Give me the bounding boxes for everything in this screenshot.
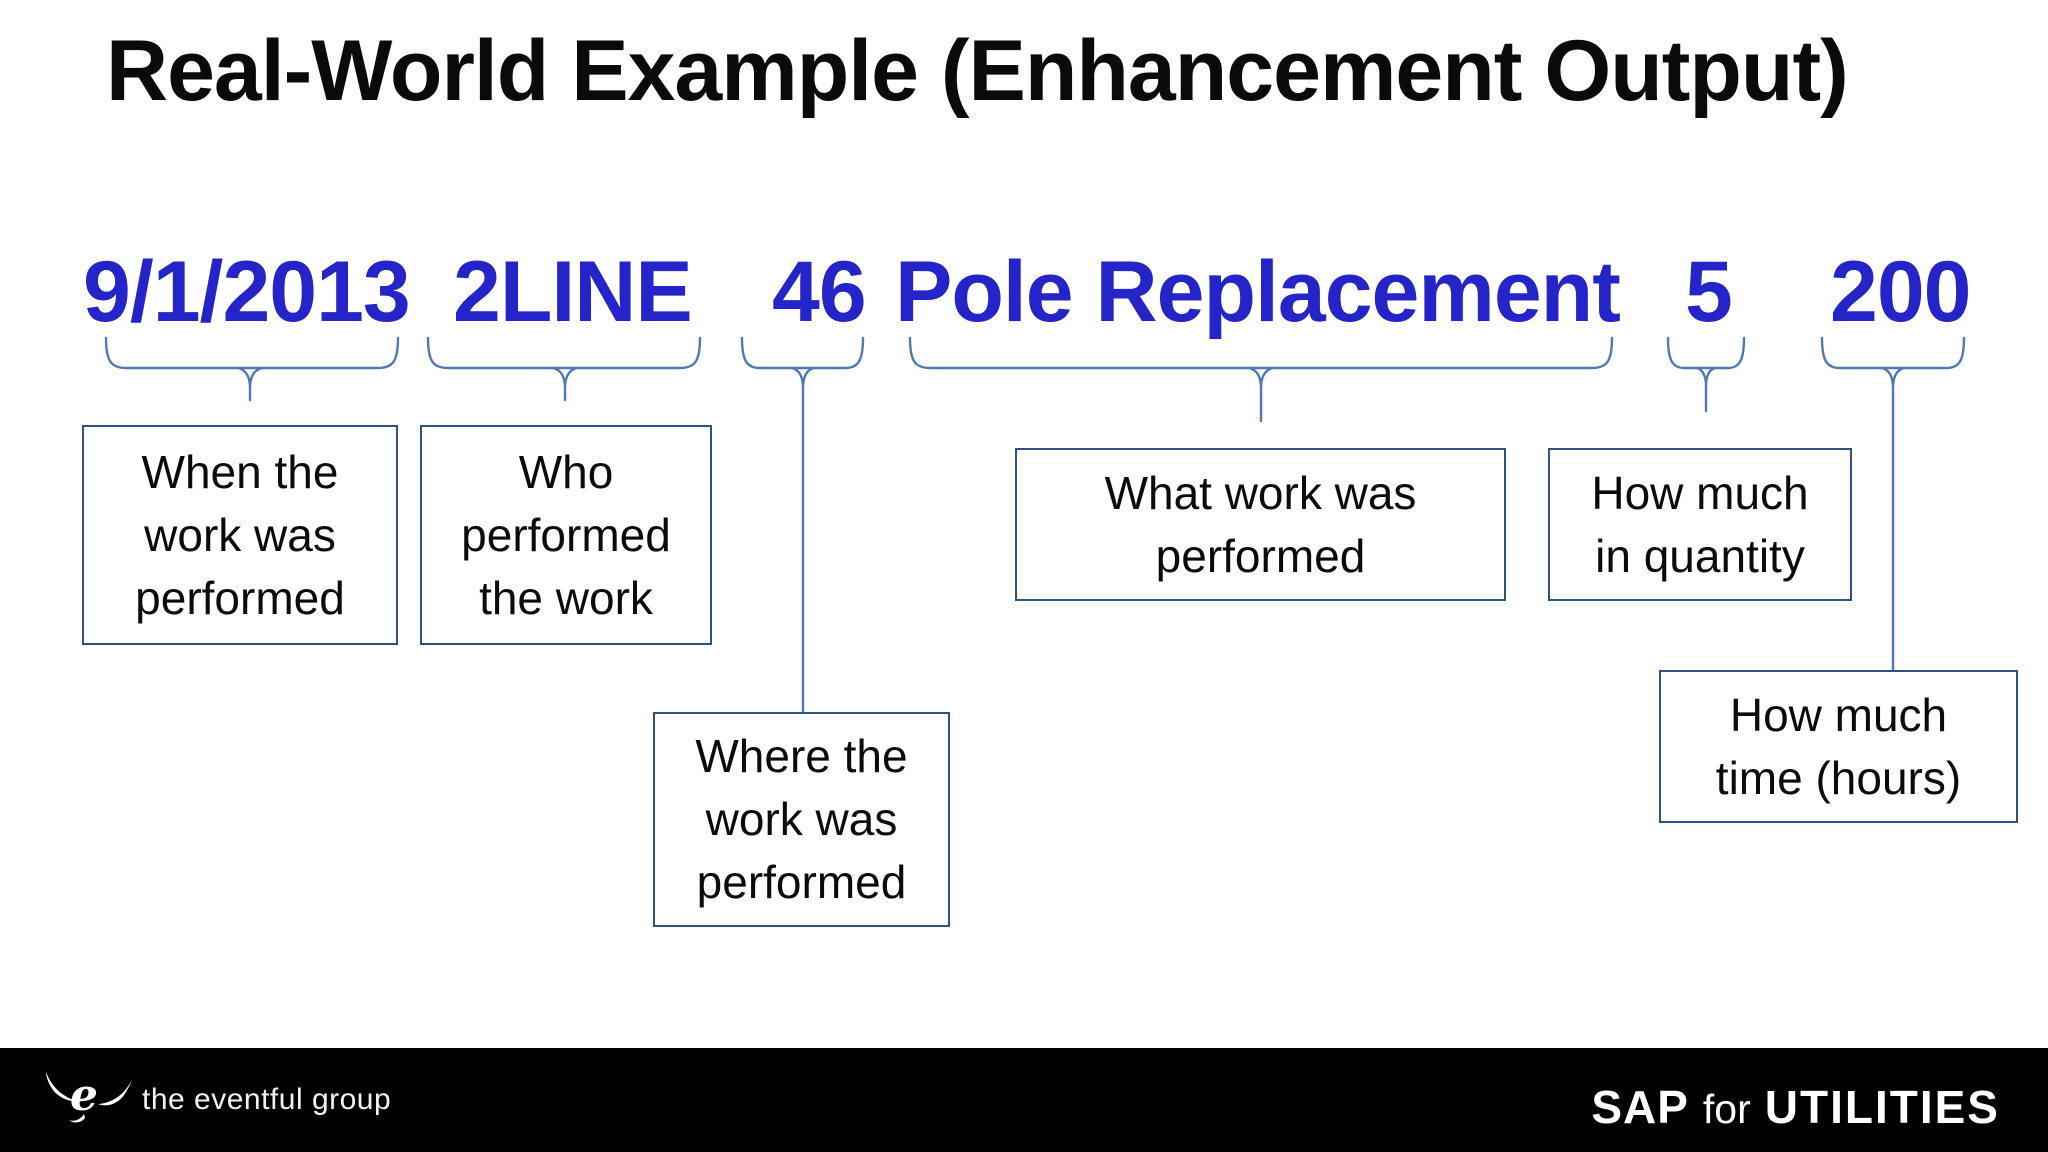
label-when-text: When the work was performed — [135, 445, 345, 624]
record-field-date: 9/1/2013 — [83, 244, 411, 340]
footer-brand-sap: SAP — [1591, 1081, 1689, 1133]
brace-date-icon — [104, 336, 400, 402]
label-where-text: Where the work was performed — [695, 730, 908, 908]
footer-brand-for: for — [1702, 1086, 1751, 1132]
record-field-work-type: Pole Replacement — [895, 244, 1621, 340]
label-box-where: Where the work was performed — [653, 712, 950, 927]
record-field-crew: 2LINE — [453, 244, 693, 340]
brace-work-type-icon — [908, 336, 1614, 423]
label-box-when: When the work was performed — [82, 425, 398, 645]
brace-crew-icon — [426, 336, 702, 402]
footer-logo-text: the eventful group — [142, 1083, 392, 1116]
label-box-who: Who performed the work — [420, 425, 712, 645]
record-field-quantity: 5 — [1685, 244, 1733, 340]
brace-location-icon — [740, 336, 865, 714]
label-box-quantity: How much in quantity — [1548, 448, 1852, 601]
svg-text:e: e — [70, 1070, 98, 1121]
label-who-text: Who performed the work — [461, 445, 671, 624]
label-box-time: How much time (hours) — [1659, 670, 2018, 823]
slide-title: Real-World Example (Enhancement Output) — [106, 23, 1849, 119]
label-box-what: What work was performed — [1015, 448, 1506, 601]
brace-quantity-icon — [1666, 336, 1746, 413]
eventful-group-logo-icon: e — [46, 1070, 132, 1123]
label-time-text: How much time (hours) — [1715, 688, 1962, 804]
label-quantity-text: How much in quantity — [1591, 466, 1809, 582]
record-field-hours: 200 — [1830, 244, 1971, 340]
record-field-location: 46 — [772, 244, 867, 340]
footer-brand-utilities: UTILITIES — [1764, 1081, 2000, 1133]
footer-bar — [0, 1048, 2048, 1152]
footer-brand: SAP for UTILITIES — [1591, 1080, 2000, 1134]
label-what-text: What work was performed — [1104, 466, 1417, 582]
